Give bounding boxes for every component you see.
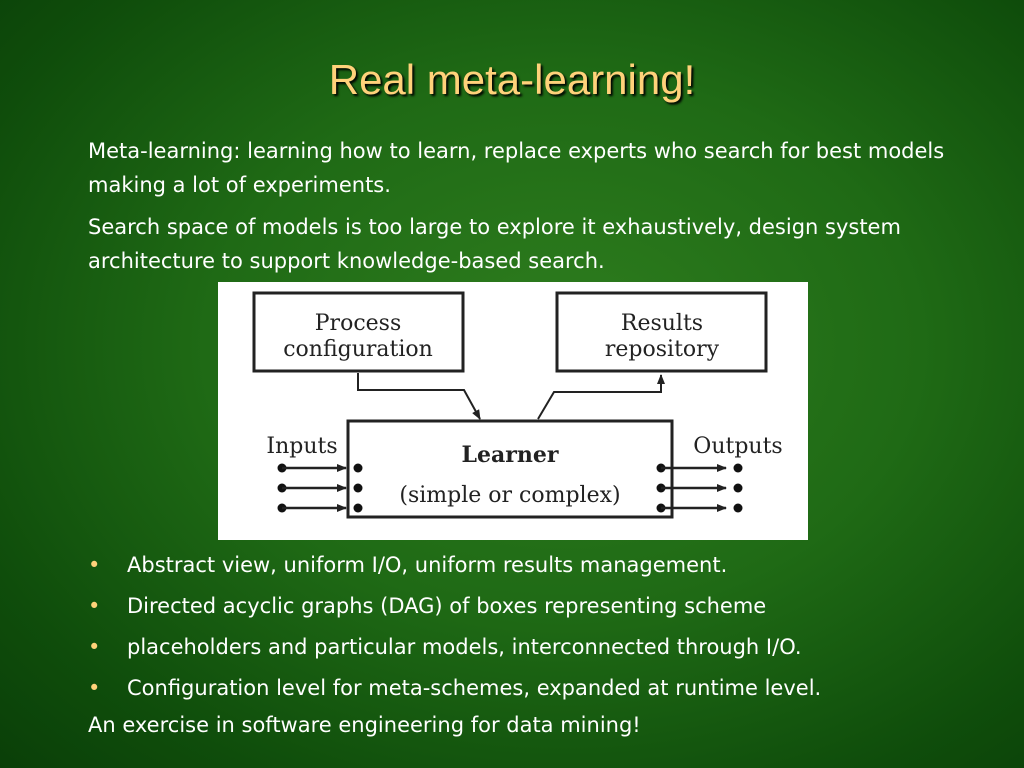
input-port-dot bbox=[353, 463, 363, 473]
closing-statement: An exercise in software engineering for … bbox=[88, 713, 641, 737]
process-configuration-box bbox=[252, 291, 465, 373]
bullet-marker: • bbox=[88, 676, 101, 700]
outputs-label: Outputs bbox=[693, 434, 782, 459]
bullet-item: • placeholders and particular models, int… bbox=[88, 627, 988, 668]
process-box-line2: configuration bbox=[283, 337, 433, 362]
learner-to-results-arrow bbox=[537, 374, 665, 420]
process-to-learner-arrow bbox=[357, 373, 481, 420]
results-repository-box bbox=[555, 291, 768, 373]
results-box-line2: repository bbox=[605, 337, 720, 362]
learner-subtitle: (simple or complex) bbox=[399, 483, 620, 508]
bullet-item: • Configuration level for meta-schemes, e… bbox=[88, 668, 988, 709]
bullet-text: placeholders and particular models, inte… bbox=[127, 635, 802, 659]
bullet-text: Configuration level for meta-schemes, ex… bbox=[127, 676, 822, 700]
output-target-dot bbox=[733, 463, 743, 473]
learner-title: Learner bbox=[462, 442, 559, 468]
process-box-line1: Process bbox=[315, 311, 402, 336]
slide-title: Real meta-learning! bbox=[328, 56, 696, 103]
paragraph-meta-learning: Meta-learning: learning how to learn, re… bbox=[88, 139, 945, 197]
input-port-dot bbox=[353, 483, 363, 493]
bullet-marker: • bbox=[88, 635, 101, 659]
results-box-line1: Results bbox=[621, 311, 703, 336]
output-target-dot bbox=[733, 483, 743, 493]
bullet-marker: • bbox=[88, 553, 101, 577]
bullet-text: Directed acyclic graphs (DAG) of boxes r… bbox=[127, 594, 767, 618]
bullet-item: • Abstract view, uniform I/O, uniform res… bbox=[88, 545, 988, 586]
output-target-dot bbox=[733, 503, 743, 513]
bullet-list: • Abstract view, uniform I/O, uniform res… bbox=[88, 545, 988, 709]
diagram-svg: Process configuration Results repository… bbox=[252, 291, 783, 519]
bullet-text: Abstract view, uniform I/O, uniform resu… bbox=[127, 553, 728, 577]
input-port-dot bbox=[353, 503, 363, 513]
bullet-item: • Directed acyclic graphs (DAG) of boxes … bbox=[88, 586, 988, 627]
input-arrows bbox=[277, 463, 363, 513]
learner-diagram: Process configuration Results repository… bbox=[218, 282, 808, 540]
bullet-marker: • bbox=[88, 594, 101, 618]
inputs-label: Inputs bbox=[266, 434, 337, 459]
output-arrows bbox=[656, 463, 743, 513]
paragraph-search-space: Search space of models is too large to e… bbox=[88, 215, 901, 273]
